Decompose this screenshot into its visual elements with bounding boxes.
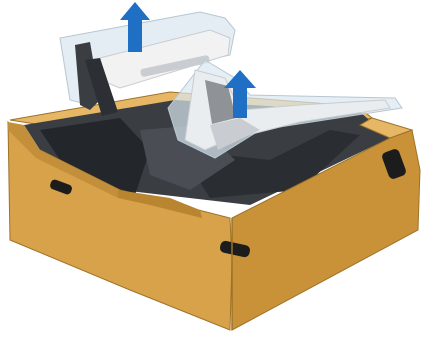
unboxing-scene [0,0,431,337]
unboxing-illustration [0,0,431,337]
